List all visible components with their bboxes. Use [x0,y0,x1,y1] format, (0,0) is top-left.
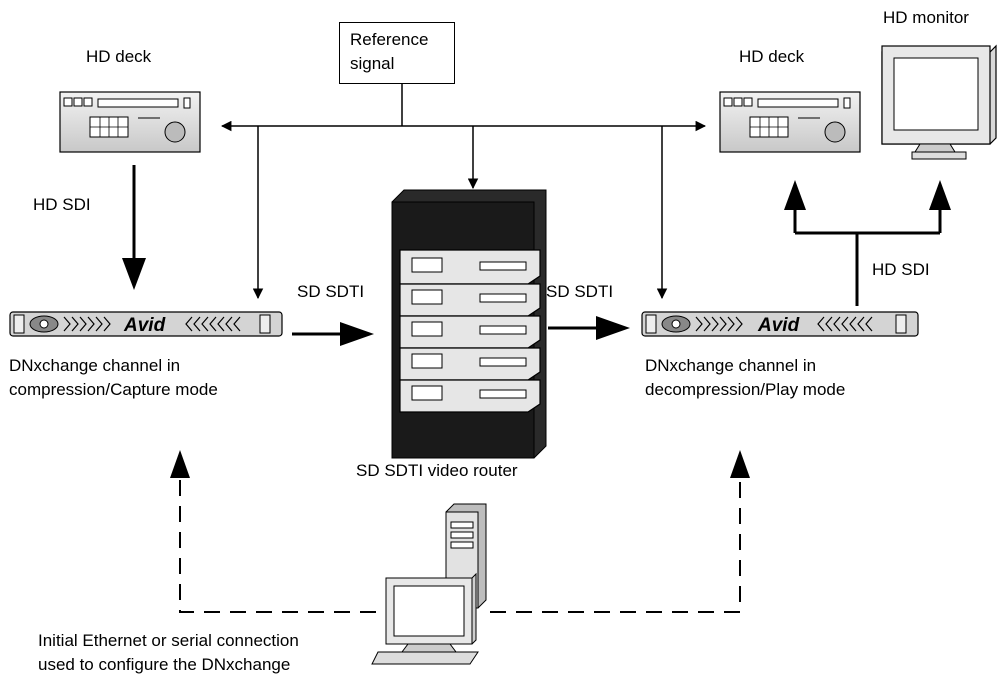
reference-signal-label-line1: Reference [350,30,429,49]
hd-monitor-label: HD monitor [883,8,969,27]
right-channel-label-line1: DNxchange channel in [645,356,817,375]
sd-sdti-left-label: SD SDTI [297,282,365,301]
hd-deck-left-icon [59,91,201,153]
ethernet-connection-lines [179,480,741,613]
left-channel-label-line2: compression/Capture mode [9,380,218,399]
hd-deck-left-label: HD deck [86,47,152,66]
hd-sdi-right-arrows [784,180,951,306]
hd-sdi-left-arrow [122,165,146,290]
sd-sdti-left-arrow [292,322,374,346]
avid-logo-left: Avid [123,315,166,336]
sd-sdti-right-arrow [548,316,630,340]
avid-logo-right: Avid [757,315,800,336]
hd-sdi-right-label: HD SDI [872,260,930,279]
dnxchange-left-unit [9,311,283,337]
configuration-computer-icon [371,503,487,665]
hd-deck-right-label: HD deck [739,47,805,66]
ethernet-label-line2: used to configure the DNxchange [38,655,291,674]
right-channel-label-line2: decompression/Play mode [645,380,846,399]
hd-sdi-left-label: HD SDI [33,195,91,214]
hd-monitor-icon [881,44,997,160]
sd-sdti-right-label: SD SDTI [546,282,614,301]
ethernet-arrowheads [170,450,750,478]
reference-signal-label-line2: signal [350,54,395,73]
video-router-icon [391,189,547,459]
router-label: SD SDTI video router [356,461,518,480]
hd-deck-right-icon [719,91,861,153]
reference-signal-lines [220,84,707,300]
ethernet-label-line1: Initial Ethernet or serial connection [38,631,299,650]
reference-signal-box: Reference signal [339,22,455,84]
left-channel-label-line1: DNxchange channel in [9,356,181,375]
dnxchange-right-unit [641,311,919,337]
